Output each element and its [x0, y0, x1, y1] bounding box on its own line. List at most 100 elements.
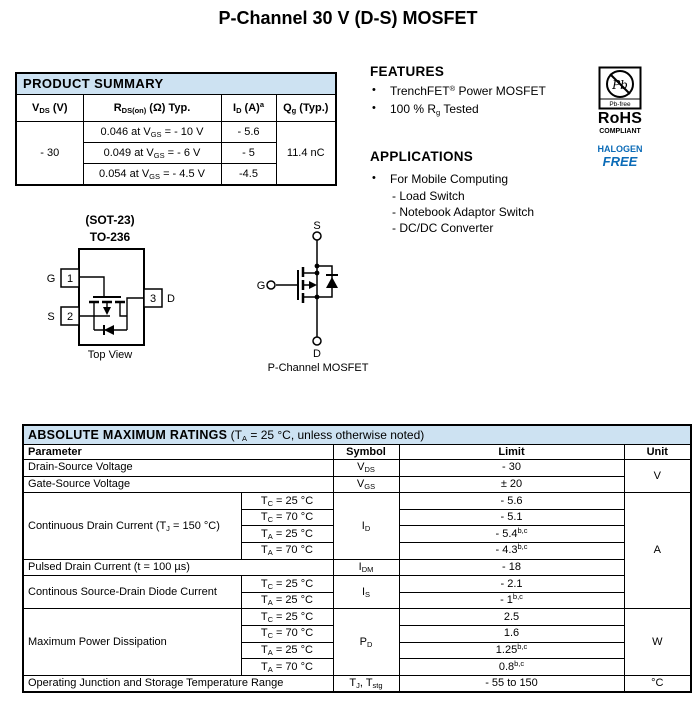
- column-header-id: ID (A)a: [220, 94, 277, 122]
- id-cell: - 5: [220, 142, 277, 164]
- cond-cell: TA = 70 °C: [240, 658, 334, 676]
- schematic-lines: [276, 240, 338, 337]
- body-diode-icon: [326, 277, 338, 288]
- mosfet-arrow-icon: [309, 281, 317, 289]
- limit-cell: - 55 to 150: [398, 674, 625, 693]
- limit-cell: - 30: [398, 459, 625, 477]
- id-cell: - 5.6: [220, 121, 277, 143]
- vds-cell: - 30: [15, 121, 84, 186]
- mosfet-schematic-symbol: S G D: [257, 220, 338, 360]
- column-header-symbol: Symbol: [332, 444, 400, 460]
- package-name-to236: TO-236: [89, 230, 131, 244]
- application-item-text: For Mobile Computing: [390, 172, 509, 186]
- mosfet-arrow-icon: [103, 307, 111, 315]
- features-title: FEATURES: [370, 64, 445, 79]
- unit-cell: W: [623, 608, 692, 676]
- pin-label-g: G: [47, 273, 56, 285]
- unit-cell: A: [623, 492, 692, 610]
- schematic-caption: P-Channel MOSFET: [267, 362, 369, 374]
- table-row: Continuous Drain Current (TJ = 150 °C) T…: [22, 492, 692, 610]
- application-sub-item: - DC/DC Converter: [392, 221, 494, 235]
- column-header-limit: Limit: [398, 444, 625, 460]
- source-terminal: [312, 231, 322, 241]
- table-row: 0.049 at VGS = - 6 V - 5: [16, 142, 336, 164]
- table-row: Drain-Source Voltage VDS - 30 V: [22, 458, 692, 494]
- pin-number-1: 1: [67, 273, 73, 285]
- pb-free-icon: Pb Pb-free: [598, 66, 642, 110]
- limit-cell: 1.6: [398, 624, 625, 643]
- table-row: Continous Source-Drain Diode Current TC …: [22, 575, 691, 610]
- cond-cell: TA = 70 °C: [240, 541, 334, 560]
- table-row: 0.054 at VGS = - 4.5 V -4.5: [16, 163, 336, 186]
- pin-label-s: S: [47, 311, 54, 323]
- table-header-row: VDS (V) RDS(on) (Ω) Typ. ID (A)a Qg (Typ…: [15, 94, 337, 122]
- cond-cell: TA = 25 °C: [240, 591, 334, 610]
- rds-cell: 0.046 at VGS = - 10 V: [82, 121, 222, 143]
- rds-cell: 0.054 at VGS = - 4.5 V: [82, 163, 222, 186]
- limit-cell: 1.25b,c: [398, 641, 625, 660]
- symbol-cell: TJ, Tstg: [332, 674, 400, 693]
- bullet-icon: •: [372, 84, 376, 96]
- table-row: - 30 0.046 at VGS = - 10 V - 5.6 11.4 nC: [15, 121, 337, 186]
- absolute-maximum-ratings-table: ABSOLUTE MAXIMUM RATINGS (TA = 25 °C, un…: [22, 424, 693, 694]
- page-title: P-Channel 30 V (D-S) MOSFET: [218, 8, 478, 28]
- table-row: Pulsed Drain Current (t = 100 µs) IDM - …: [22, 558, 691, 577]
- param-cell: Pulsed Drain Current (t = 100 µs): [22, 558, 334, 577]
- bullet-icon: •: [372, 172, 376, 184]
- limit-cell: - 5.1: [398, 508, 625, 527]
- table-row: Gate-Source Voltage VGS ± 20: [22, 475, 691, 494]
- body-diode-icon: [104, 325, 114, 335]
- schematic-d-label: D: [313, 348, 321, 360]
- column-header-rds: RDS(on) (Ω) Typ.: [82, 94, 222, 122]
- limit-cell: - 1b,c: [398, 591, 625, 610]
- unit-cell: V: [623, 458, 692, 494]
- qg-cell: 11.4 nC: [275, 121, 337, 186]
- pin-label-d: D: [167, 293, 175, 305]
- application-sub-item: - Notebook Adaptor Switch: [392, 205, 535, 219]
- table-title-row: ABSOLUTE MAXIMUM RATINGS (TA = 25 °C, un…: [22, 424, 692, 445]
- symbol-cell: ID: [332, 492, 400, 560]
- limit-cell: 2.5: [398, 608, 625, 626]
- param-cell: Drain-Source Voltage: [22, 459, 334, 477]
- param-cell: Maximum Power Dissipation: [22, 608, 242, 676]
- amr-title-condition: (TA = 25 °C, unless otherwise noted): [227, 427, 425, 443]
- applications-title: APPLICATIONS: [370, 149, 474, 164]
- limit-cell: ± 20: [398, 475, 625, 494]
- table-header-row: Parameter Symbol Limit Unit: [22, 444, 692, 460]
- product-summary-title: PRODUCT SUMMARY: [15, 72, 337, 95]
- feature-item: • TrenchFET® Power MOSFET: [372, 84, 546, 98]
- internal-mosfet-drawing: [79, 276, 144, 335]
- pin-number-2: 2: [67, 311, 73, 323]
- limit-cell: - 4.3b,c: [398, 541, 625, 560]
- param-cell: Continous Source-Drain Diode Current: [22, 575, 242, 610]
- symbol-cell: IS: [332, 575, 400, 610]
- application-sub-item: - Load Switch: [392, 189, 465, 203]
- rohs-label: RoHS: [597, 110, 643, 127]
- rds-cell: 0.049 at VGS = - 6 V: [82, 142, 222, 164]
- package-outline-diagram: G 1 S 2 3 D: [47, 248, 175, 346]
- symbol-cell: VDS: [332, 459, 400, 477]
- amr-title-bold: ABSOLUTE MAXIMUM RATINGS: [28, 427, 228, 442]
- unit-cell: °C: [623, 674, 692, 693]
- limit-cell: - 5.6: [398, 492, 625, 510]
- param-cell: Continuous Drain Current (TJ = 150 °C): [22, 492, 242, 560]
- junction-dot: [314, 294, 320, 300]
- schematic-g-label: G: [257, 280, 266, 292]
- symbol-cell: IDM: [332, 558, 400, 577]
- cond-cell: TC = 25 °C: [240, 575, 334, 593]
- rohs-badge: RoHS COMPLIANT HALOGEN FREE: [594, 111, 646, 169]
- feature-item-text: 100 % Rg Tested: [390, 102, 479, 117]
- package-name-sot23: (SOT-23): [85, 213, 135, 227]
- table-row: TA = 25 °C - 5.4b,c: [23, 525, 691, 543]
- table-title-row: PRODUCT SUMMARY: [15, 72, 337, 95]
- column-header-vds: VDS (V): [15, 94, 84, 122]
- table-row: TA = 25 °C - 1b,c: [23, 591, 691, 610]
- feature-item-text: TrenchFET® Power MOSFET: [390, 84, 546, 98]
- limit-cell: 0.8b,c: [398, 658, 625, 676]
- cond-cell: TC = 25 °C: [240, 608, 334, 626]
- column-header-unit: Unit: [623, 444, 692, 460]
- drain-terminal: [312, 336, 322, 346]
- table-row: Maximum Power Dissipation TC = 25 °C PD …: [22, 608, 692, 676]
- id-cell: -4.5: [220, 163, 277, 186]
- cond-cell: TA = 25 °C: [240, 641, 334, 660]
